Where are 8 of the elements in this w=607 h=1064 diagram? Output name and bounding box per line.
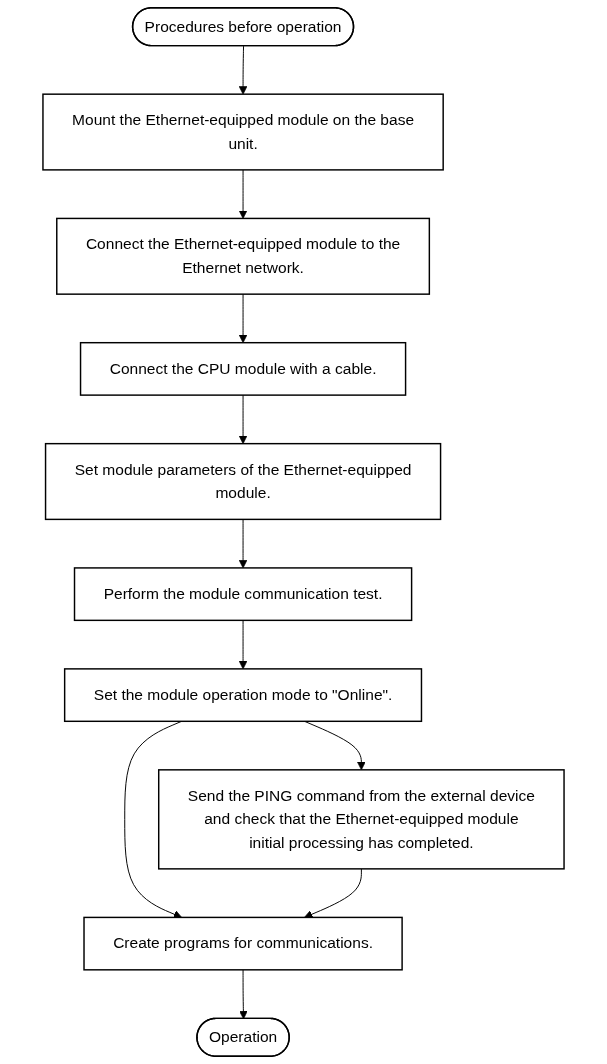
node-box: Mount the Ethernet-equipped module on the base unit. [42,93,444,171]
node-box: Create programs for communications. [83,916,403,971]
node-box: Set module parameters of the Ethernet-equipped module. [44,442,442,521]
node-box: Send the PING command from the external device and check that the Ethernet-equipped module initial processing has completed. [158,769,565,870]
node-box: Connect the CPU module with a cable. [79,341,407,396]
node-box: Set the module operation mode to "Online". [63,668,423,723]
node-box: Perform the module communication test. [73,567,413,622]
node-box: Connect the Ethernet-equipped module to the Ethernet network. [56,217,431,295]
